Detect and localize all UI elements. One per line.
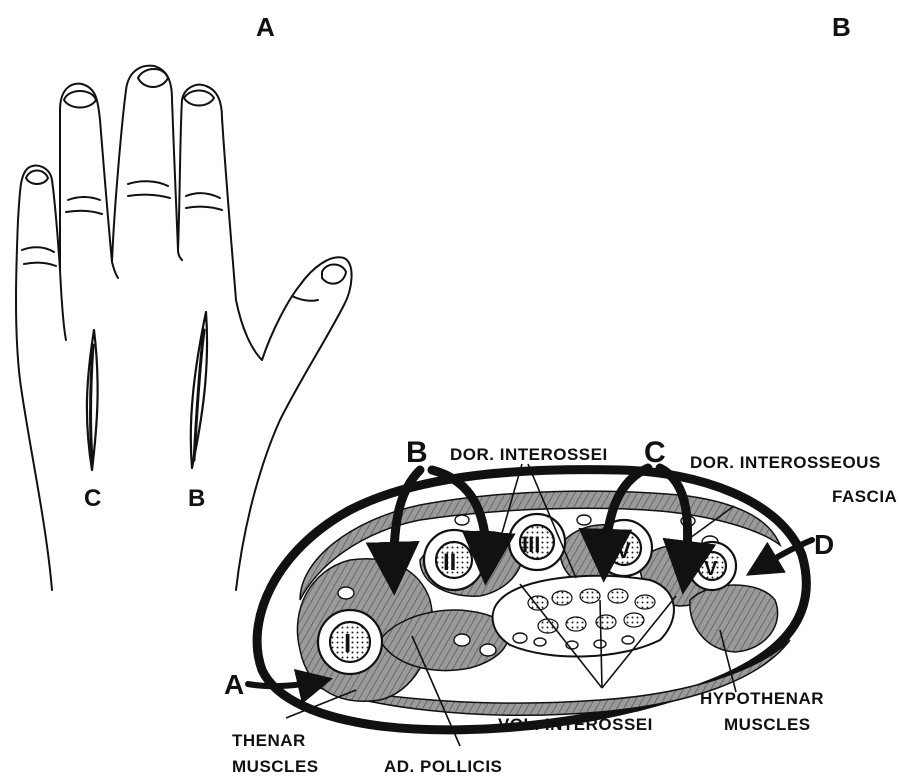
dor-interossei-label: DOR. INTEROSSEI — [450, 445, 608, 464]
metacarpal-ii: II — [443, 549, 456, 576]
arrow-d-label: D — [814, 529, 834, 560]
metacarpal-i: I — [344, 628, 351, 658]
dor-interosseous-label-line2: FASCIA — [832, 487, 897, 506]
hypothenar-label-line1: HYPOTHENAR — [700, 689, 824, 708]
ad-pollicis-label: AD. POLLICIS — [384, 757, 502, 776]
incision-c-label: C — [84, 485, 101, 512]
hypothenar-label-line2: MUSCLES — [724, 715, 811, 734]
vol-interossei-label: VOL. INTEROSSEI — [498, 715, 653, 734]
dor-interosseous-label-line1: DOR. INTEROSSEOUS — [690, 453, 881, 472]
arrow-b-label: B — [406, 436, 428, 469]
arrow-c-label: C — [644, 436, 666, 469]
metacarpal-iii: III — [522, 532, 540, 557]
thenar-label-line1: THENAR — [232, 731, 306, 750]
arrow-a-label: A — [224, 669, 244, 700]
metacarpal-v: V — [704, 558, 718, 580]
incision-b-label: B — [188, 485, 205, 512]
thenar-label-line2: MUSCLES — [232, 757, 319, 776]
hand-drawing — [16, 66, 352, 590]
metacarpal-iv: IV — [610, 538, 631, 563]
